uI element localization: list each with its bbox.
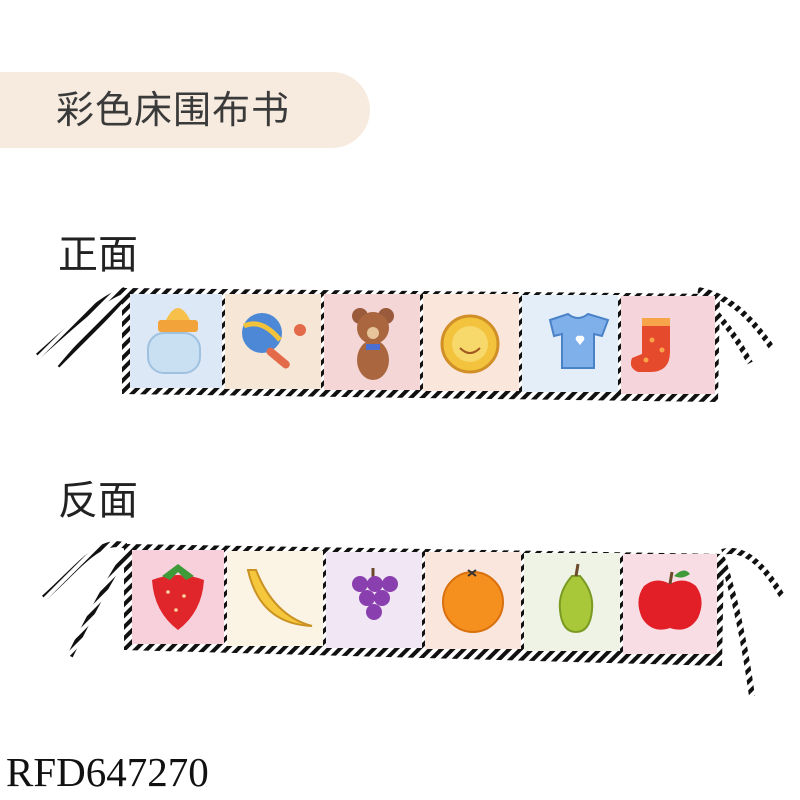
- product-code: RFD647270: [6, 749, 209, 795]
- bib-icon: [440, 314, 500, 374]
- front-panel-3: [324, 294, 420, 390]
- front-strip: [30, 278, 790, 428]
- back-panel-5: [524, 553, 620, 651]
- grapes-icon: [352, 568, 398, 620]
- front-panel-6: [621, 296, 715, 394]
- back-panel-6: [623, 554, 717, 654]
- page-title: 彩色床围布书: [56, 88, 291, 132]
- rattle-icon: [242, 313, 306, 369]
- front-label: 正面: [58, 232, 138, 278]
- sock-icon: [630, 318, 670, 372]
- banana-icon: [246, 569, 313, 627]
- back-panel-1: [132, 550, 224, 644]
- back-panel-4: [425, 552, 521, 649]
- back-label: 反面: [58, 478, 138, 524]
- pear-icon: [558, 563, 594, 634]
- back-panel-2: [227, 551, 323, 646]
- front-panel-4: [423, 294, 519, 391]
- front-panel-2: [225, 294, 321, 389]
- back-panel-3: [326, 552, 422, 648]
- strawberry-icon: [152, 564, 204, 630]
- baby-bottle-icon: [147, 308, 201, 374]
- teddy-bear-icon: [352, 308, 394, 380]
- orange-icon: [442, 569, 504, 633]
- back-strip: [30, 526, 790, 706]
- apple-icon: [638, 570, 702, 630]
- title-banner: 彩色床围布书: [0, 72, 370, 148]
- front-panel-5: [522, 295, 618, 392]
- onesie-icon: [548, 312, 610, 369]
- front-panel-1: [130, 294, 222, 388]
